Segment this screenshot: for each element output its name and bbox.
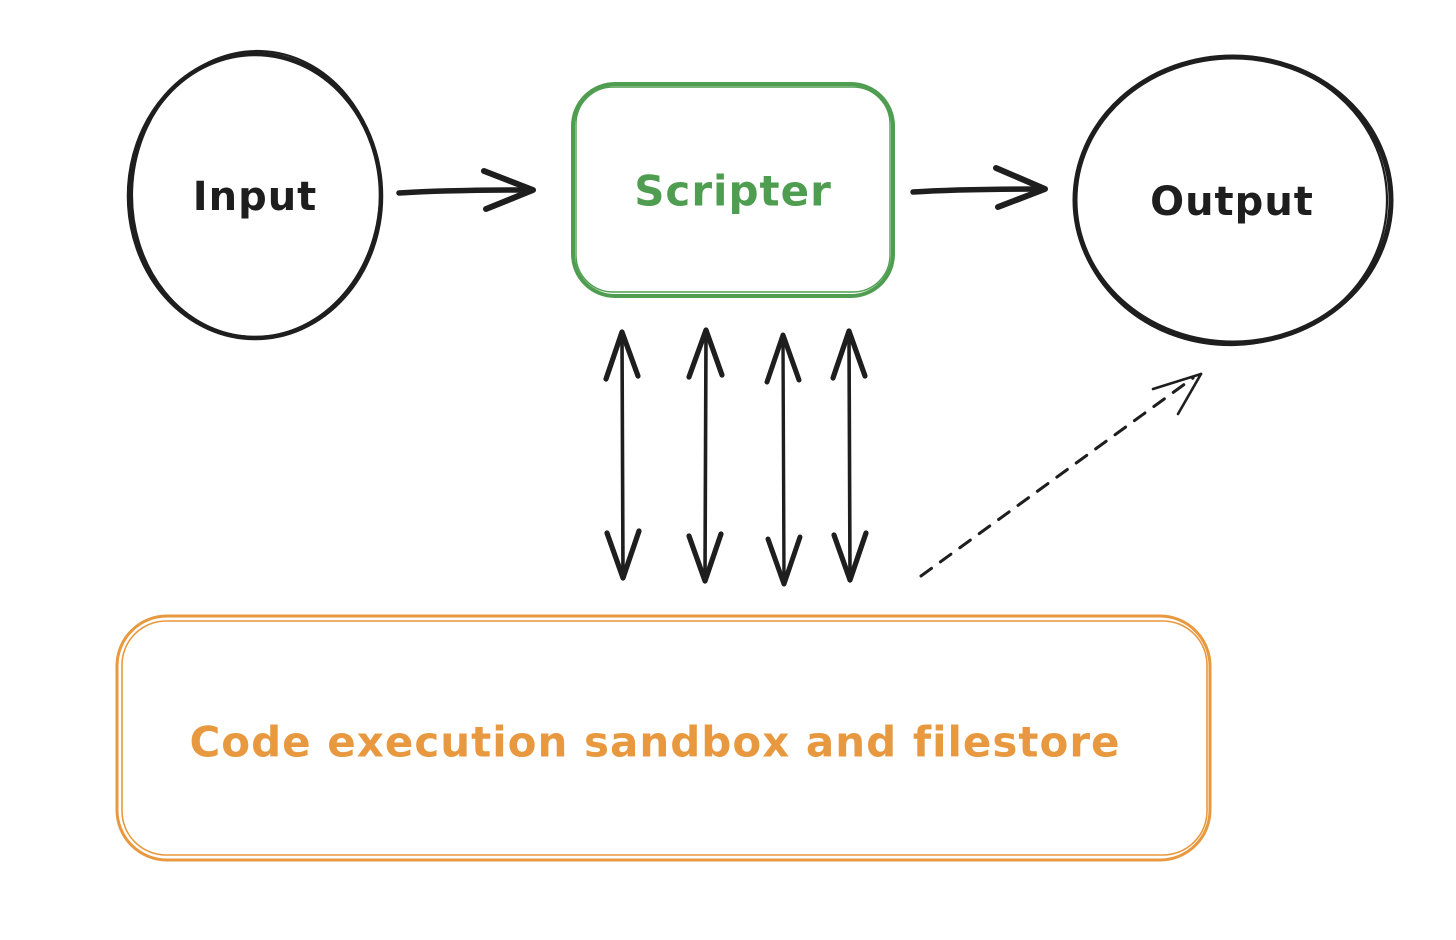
arrow-scripter-to-output — [910, 165, 1048, 210]
dashed-arrow-sandbox-to-output — [919, 372, 1203, 578]
arrow-head-up — [830, 328, 868, 381]
bidirectional-arrow-4 — [830, 328, 869, 583]
arrow-head-down — [686, 531, 724, 584]
arrow-input-to-scripter — [396, 168, 536, 212]
bidirectional-arrow-1 — [603, 329, 642, 581]
sandbox-label: Code execution sandbox and filestore — [189, 718, 1120, 767]
arrow-shaft — [703, 332, 708, 580]
arrow-head-up — [686, 327, 725, 380]
dashed-arrow-head-barb-lower — [1176, 372, 1203, 416]
input-ellipse-sketch-pass — [130, 49, 382, 339]
output-label: Output — [1150, 179, 1314, 225]
arrow-head-down — [765, 534, 803, 587]
arrow-shaft — [847, 333, 852, 579]
bidirectional-arrow-3 — [764, 332, 803, 587]
input-node: Input — [126, 49, 384, 341]
scripter-box-sketch-pass — [575, 86, 891, 293]
scripter-box — [571, 82, 895, 298]
arrow-shaft — [910, 186, 1044, 195]
arrow-head-up — [603, 329, 641, 382]
sandbox-box — [115, 614, 1212, 862]
arrow-head — [481, 168, 536, 212]
arrow-head-up — [764, 332, 802, 385]
output-ellipse-sketch-pass — [1073, 55, 1389, 347]
bidirectional-arrow-2 — [686, 327, 725, 584]
dashed-arrow-shaft — [919, 376, 1195, 578]
output-node: Output — [1072, 54, 1394, 347]
scripter-sandbox-arrows — [603, 327, 869, 587]
arrow-shaft — [620, 334, 625, 576]
arrow-shaft — [781, 337, 786, 582]
scripter-node: Scripter — [571, 82, 895, 298]
arrow-head-down — [831, 530, 869, 583]
input-label: Input — [193, 174, 318, 220]
arrow-head — [993, 165, 1048, 210]
arrow-shaft — [396, 187, 532, 196]
scripter-label: Scripter — [634, 167, 832, 216]
sandbox-box-sketch-pass — [121, 620, 1208, 856]
arrow-head-down — [604, 528, 642, 581]
sandbox-node: Code execution sandbox and filestore — [115, 614, 1212, 862]
dashed-arrow-head-barb-upper — [1151, 372, 1203, 391]
